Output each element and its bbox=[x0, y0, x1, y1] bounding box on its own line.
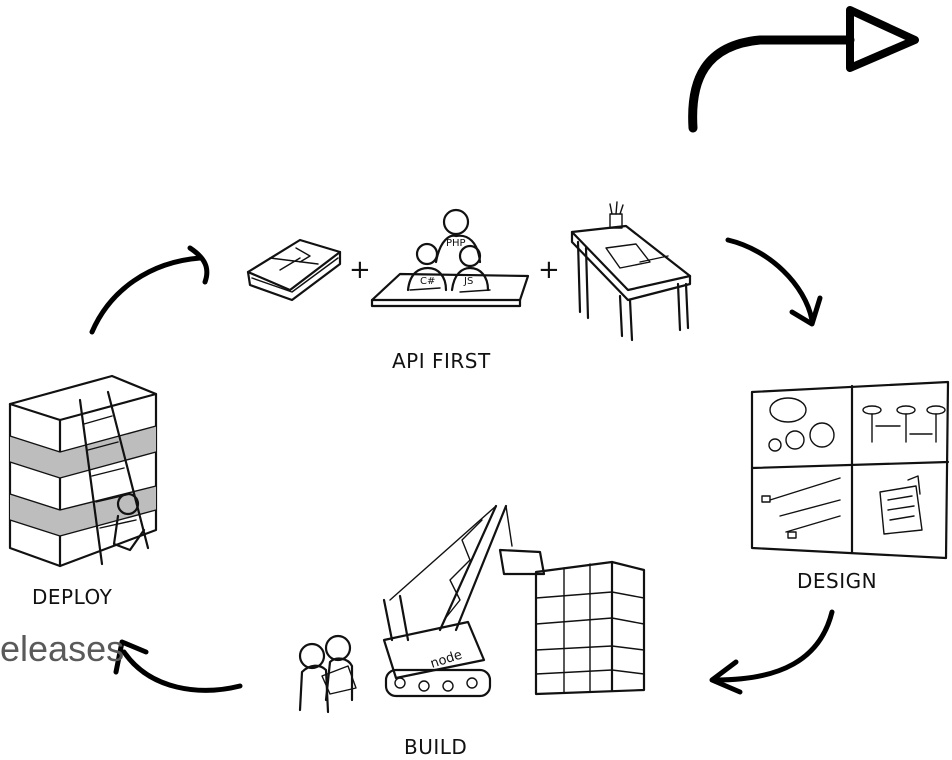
design-board-icon bbox=[750, 380, 950, 560]
build-label: BUILD bbox=[404, 735, 467, 759]
plus-sign-2: + bbox=[538, 255, 560, 285]
csharp-tag: C# bbox=[420, 276, 435, 287]
server-stack-icon bbox=[8, 374, 158, 568]
arrow-design-to-build bbox=[713, 609, 835, 683]
building-frame-icon bbox=[534, 560, 646, 696]
arrow-design-to-build-head bbox=[709, 659, 743, 695]
cut-off-releases-text: eleases bbox=[0, 628, 125, 669]
js-tag: JS bbox=[463, 276, 473, 287]
arrow-build-to-deploy-head bbox=[113, 639, 149, 675]
arrow-api-to-design-head bbox=[789, 295, 823, 327]
php-tag: PHP bbox=[446, 238, 466, 249]
arrow-api-to-design bbox=[725, 237, 815, 323]
arrow-build-to-deploy bbox=[121, 649, 243, 693]
deploy-label: DEPLOY bbox=[32, 585, 113, 609]
design-label: DESIGN bbox=[797, 569, 877, 593]
money-stack-icon bbox=[246, 238, 342, 302]
empty-desk-icon bbox=[570, 201, 692, 342]
next-step-arrow-icon bbox=[688, 6, 919, 133]
crane-icon: node bbox=[382, 504, 546, 698]
plus-sign-1: + bbox=[349, 255, 371, 285]
arrow-deploy-to-api-head bbox=[187, 245, 210, 285]
developers-at-table-icon: PHP C# JS bbox=[370, 208, 530, 308]
api-first-label: API FIRST bbox=[392, 349, 491, 373]
arrow-deploy-to-api bbox=[89, 255, 203, 335]
two-people-planning-icon bbox=[298, 634, 357, 714]
